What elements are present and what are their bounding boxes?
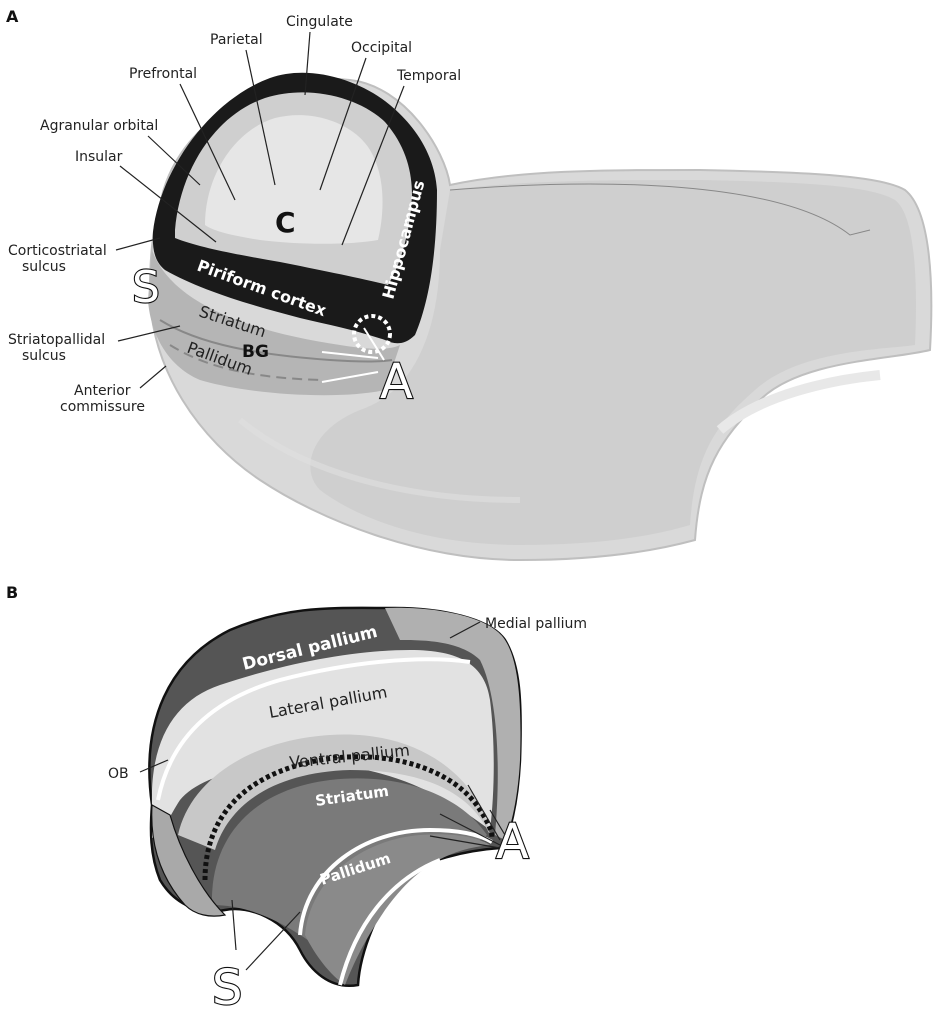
label-corticostriatal-1: Corticostriatal (8, 243, 107, 259)
label-insular: Insular (75, 149, 123, 165)
label-corticostriatal-2: sulcus (22, 259, 66, 275)
panel-b-letter: B (6, 583, 18, 602)
panel-a-a-marker: A (380, 354, 413, 410)
label-temporal: Temporal (396, 68, 461, 84)
panel-b-ob: OB (108, 766, 129, 782)
label-striatopallidal-1: Striatopallidal (8, 332, 105, 348)
panel-b-medial-pallium: Medial pallium (485, 616, 587, 632)
panel-a-s-marker: S (132, 262, 160, 313)
label-anterior-2: commissure (60, 399, 145, 415)
label-anterior-1: Anterior (74, 383, 131, 399)
label-striatopallidal-2: sulcus (22, 348, 66, 364)
label-agranular-orbital: Agranular orbital (40, 118, 158, 134)
panel-a-c-label: C (275, 206, 296, 239)
label-occipital: Occipital (351, 40, 412, 56)
panel-b-s-marker: S (212, 960, 242, 1009)
label-prefrontal: Prefrontal (129, 66, 197, 82)
panel-a-letter: A (6, 7, 19, 26)
panel-b-a-marker: A (496, 814, 529, 870)
label-parietal: Parietal (210, 32, 263, 48)
label-cingulate: Cingulate (286, 14, 353, 30)
